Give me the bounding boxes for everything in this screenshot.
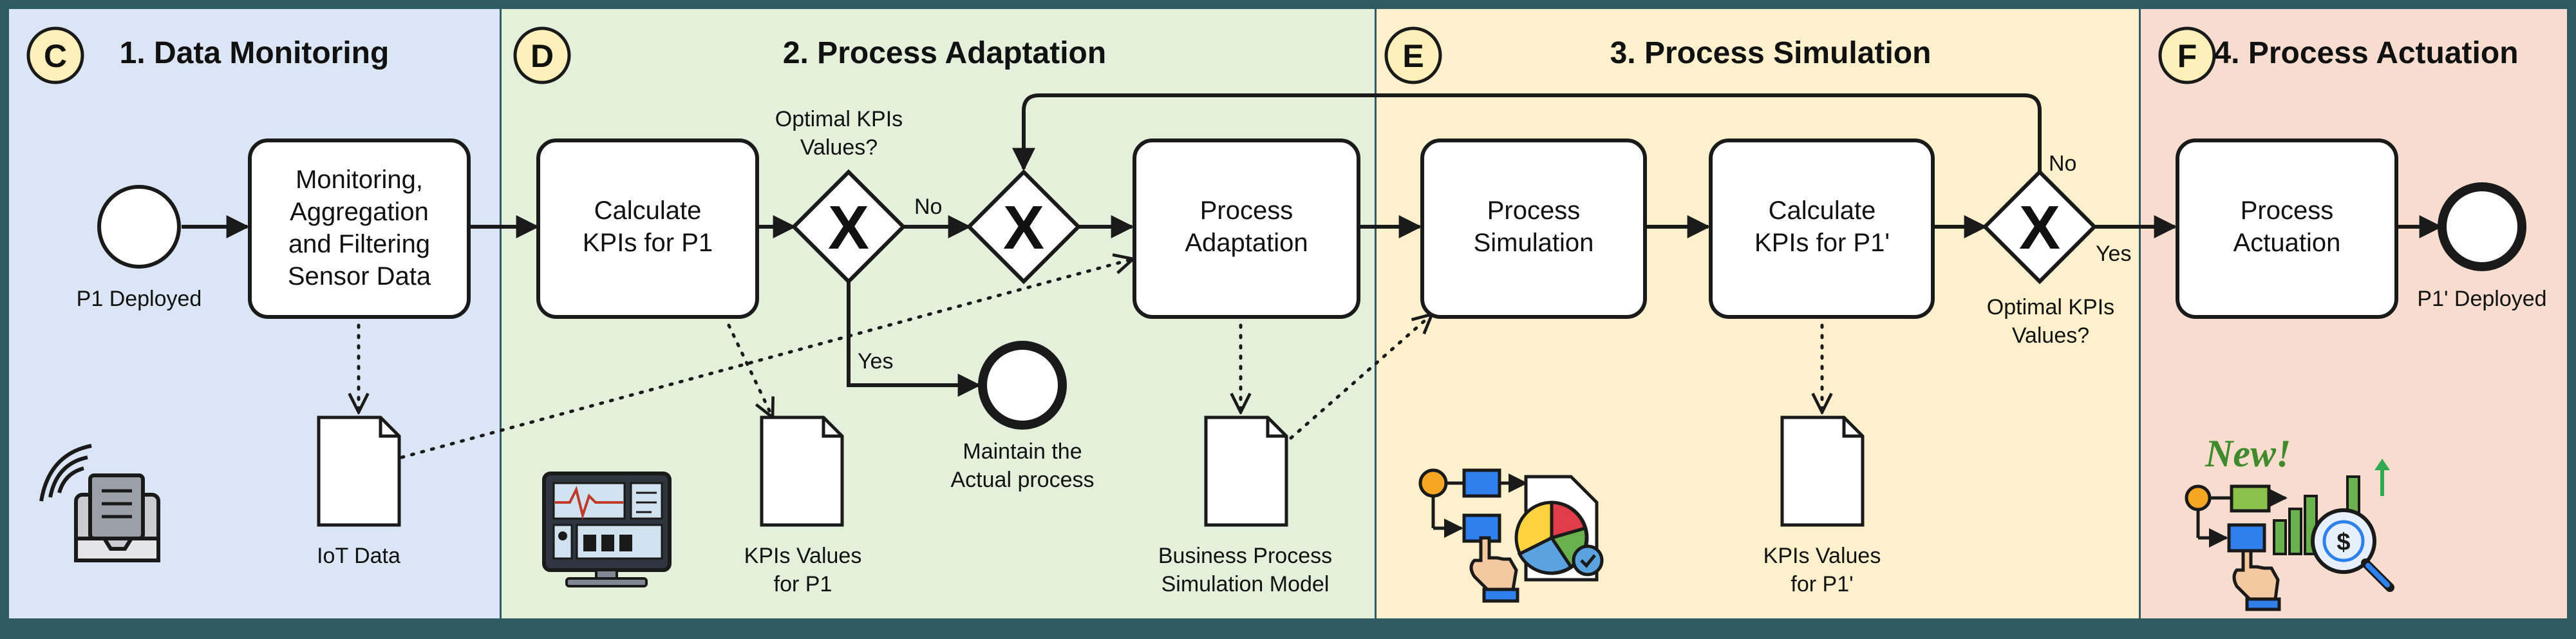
flow-gateway1-yes [847,281,981,397]
lane-header-monitoring: C 1. Data Monitoring [26,26,390,84]
flow-gateway3-no-loop [1012,93,2042,172]
lane-badge [1384,26,1442,84]
monitoring-dashboard-icon [542,472,672,587]
lane-title: 2. Process Adaptation [783,36,1106,70]
task-line: Calculate [1769,196,1876,225]
lane-title: 3. Process Simulation [1610,36,1932,70]
start-event-label: P1 Deployed [77,287,202,311]
process-actuation-growth-icon: New! $ [2185,432,2394,611]
new-badge-text: New! [2205,432,2291,475]
assoc-iot-adaptation [400,259,1133,459]
gateway-optimal-kpis-1: X Optimal KPIs Values? No Yes [775,107,943,374]
task-line: KPIs for P1 [583,229,713,257]
lane-badge-letter: C [44,38,67,74]
gateway-question-line2: Values? [2012,323,2089,348]
gateway-x-symbol: X [2019,193,2060,262]
lane-badge [2158,26,2216,84]
task-line: Process [2241,196,2334,225]
data-object-label-line1: Business Process [1158,544,1332,568]
task-monitoring: Monitoring, Aggregation and Filtering Se… [248,138,471,319]
task-line: Actuation [2233,229,2341,257]
task-process-adaptation: Process Adaptation [1133,138,1360,319]
assoc-calc-kpis [727,323,773,417]
lane-title: 1. Data Monitoring [120,36,390,70]
svg-text:$: $ [2336,529,2350,556]
task-line: Process [1200,196,1293,225]
data-object-label-line2: for P1' [1791,572,1853,596]
lane-badge [513,26,571,84]
task-calc-kpis-p1p: Calculate KPIs for P1' [1709,138,1935,319]
lane-header-adaptation: D 2. Process Adaptation [513,26,1106,84]
lane-badge [26,26,84,84]
task-line: Adaptation [1185,229,1308,257]
data-object-label-line1: KPIs Values [1763,544,1881,568]
data-object-label-line2: Simulation Model [1161,572,1330,596]
lane-header-simulation: E 3. Process Simulation [1384,26,1932,84]
task-line: KPIs for P1' [1754,229,1890,257]
task-line: Aggregation [290,198,429,226]
assoc-model-simulation [1289,314,1432,440]
task-line: Sensor Data [288,262,431,291]
iot-sensor-tray-icon [39,444,160,562]
gateway-question-line1: Optimal KPIs [1987,295,2114,320]
task-process-simulation: Process Simulation [1420,138,1647,319]
process-simulation-chart-icon [1418,468,1604,603]
data-object-label: IoT Data [317,544,400,568]
data-associations [359,259,1822,459]
task-process-actuation: Process Actuation [2176,138,2398,319]
lane-badge-letter: F [2177,38,2197,74]
maintain-label-line2: Actual process [951,468,1095,492]
task-calc-kpis-p1: Calculate KPIs for P1 [536,138,759,319]
end-event-label: P1' Deployed [2417,287,2546,311]
end-event: P1' Deployed [2417,182,2547,311]
lane-header-actuation: F 4. Process Actuation [2158,26,2519,84]
gateway-yes-label: Yes [2096,242,2131,266]
gateway-optimal-kpis-3: X Optimal KPIs Values? No Yes [1982,151,2131,348]
gateway-question-line2: Values? [800,135,878,160]
data-object-bp-sim-model: Business Process Simulation Model [1158,415,1332,596]
task-line: Simulation [1474,229,1594,257]
data-object-kpis-p1: KPIs Values for P1 [744,415,862,596]
data-object-label-line1: KPIs Values [744,544,862,568]
gateway-no-label: No [2049,151,2076,176]
gateway-x-symbol: X [1003,193,1044,262]
gateway-x-symbol: X [828,193,869,262]
lane-badge-letter: E [1402,38,1424,74]
gateway-question-line1: Optimal KPIs [775,107,903,131]
start-event: P1 Deployed [77,185,202,311]
task-line: and Filtering [288,230,430,258]
data-object-label-line2: for P1 [774,572,832,596]
gateway-no-label: No [914,195,942,219]
data-object-kpis-p1p: KPIs Values for P1' [1763,415,1881,596]
maintain-end-event: Maintain the Actual process [951,341,1095,492]
task-line: Monitoring, [296,166,423,194]
gateway-yes-label: Yes [858,349,893,374]
lane-title: 4. Process Actuation [2214,36,2518,70]
data-object-iot: IoT Data [317,415,401,568]
gateway-merge: X [966,169,1082,285]
sequence-flows [182,93,2443,397]
lane-badge-letter: D [531,38,554,74]
task-line: Process [1487,196,1581,225]
task-line: Calculate [594,196,702,225]
maintain-label-line1: Maintain the [963,439,1082,464]
